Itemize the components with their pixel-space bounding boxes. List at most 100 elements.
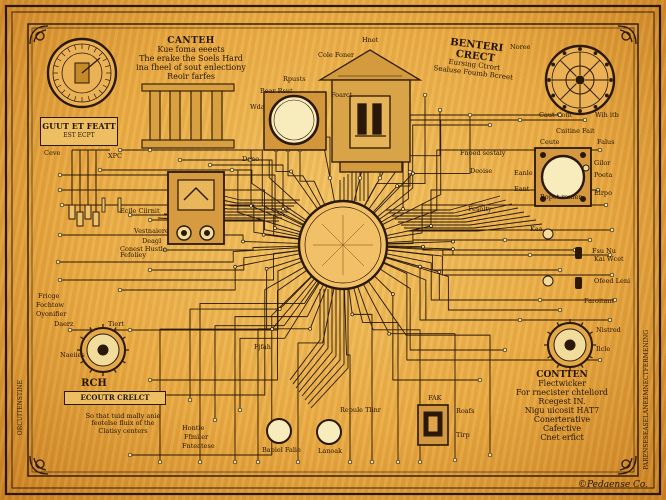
panel-line: Cnet erfict — [540, 432, 584, 442]
corner-ornament-icon — [617, 455, 637, 475]
label-bopet-ramen: Bopet ramen — [540, 193, 583, 201]
label-roafs: Roafs — [456, 407, 475, 415]
label-xpc: XPC — [108, 152, 122, 160]
label-eant: Eant — [514, 185, 530, 193]
label-deagl: Deagl — [142, 237, 162, 245]
label-fnteatese: Fnteatese — [182, 442, 215, 450]
label-eanle: Eanle — [514, 169, 533, 177]
signature: ©Pedaense Co. — [578, 480, 649, 490]
label-vestnaiere: Vestnaiere — [134, 227, 169, 235]
connector-pin-icon — [575, 247, 582, 289]
label-tiert: Tiert — [108, 320, 124, 328]
column-array-icon — [141, 83, 235, 149]
central-hub — [297, 199, 389, 291]
label-ecile-ciirnit: Ecile Ciirnit — [120, 207, 160, 215]
panel-line: For rnecister chteliord — [516, 388, 608, 398]
label-faroitant: Faroitant — [584, 297, 615, 305]
gauge-dial-icon — [46, 37, 118, 109]
lamp-module — [534, 147, 592, 207]
label-ofeed-leni: Ofeed Leni — [594, 277, 631, 285]
label-falus: Falus — [597, 138, 615, 146]
panel-line: feotelse fluix of the — [91, 419, 155, 428]
panel-heading: RCH — [81, 378, 107, 389]
gear-dial-icon — [77, 324, 129, 376]
label-fricge: Fricge — [38, 292, 60, 300]
indicator-lamp-icon — [316, 419, 342, 445]
panel-line: Nigu uicosit HAT7 — [524, 405, 600, 415]
label-cole-foner: Cole Foner — [318, 51, 355, 59]
title-heading: CANTEH — [167, 36, 215, 46]
title-line: Reoir farfes — [167, 71, 215, 81]
resistor-icon — [101, 197, 122, 213]
vertical-margin-text: ORCUITENSTINE — [17, 380, 24, 436]
label-wih-itb: Wih itb — [595, 111, 619, 119]
label-bear-rsut: Bear Rsut — [260, 87, 293, 95]
label-poeta: Poeta — [594, 171, 613, 179]
bulb-icon — [542, 164, 590, 287]
switch-box — [167, 171, 225, 245]
panel-line: Cafective — [542, 423, 582, 433]
compass-dial-icon — [544, 44, 616, 116]
corner-ornament-icon — [617, 25, 637, 45]
panel-heading: CONTTEN — [536, 370, 588, 380]
label-naeiies: Naeiies — [60, 351, 85, 359]
label-tirp: Tirp — [456, 431, 470, 439]
bottom-right-panel: CONTTEN Flectwicker For rnecister chteli… — [500, 370, 624, 443]
fuse-rack-icon — [68, 149, 110, 227]
bottom-left-panel: RCH ECOUTR CRELCT So that tuid mally ani… — [64, 378, 182, 434]
label-ffmiler: Ffmiler — [184, 433, 209, 441]
label-fak: FAK — [428, 394, 442, 402]
vertical-margin-text: PARENSESEASELANEEMNECTFERMENING — [643, 330, 650, 470]
label-fochtow: Fochtow — [36, 301, 64, 309]
label-nistred: Nistred — [596, 326, 621, 334]
label-wda: Wda — [250, 103, 265, 111]
panel-line: Rcegest IN. — [538, 396, 586, 406]
relay-block-icon — [417, 404, 449, 446]
label-daerz: Daerz — [54, 320, 74, 328]
temple-housing-icon — [317, 49, 423, 173]
label-lanoak: Lanoak — [318, 447, 343, 455]
label-gilor: Gilor — [594, 159, 611, 167]
label-fefoliey: Fefoliey — [120, 251, 146, 259]
label-conest-hustle: Conest Hustle — [120, 245, 167, 253]
label-noree: Noree — [510, 43, 531, 51]
left-nameplate: GUUT ET FEATT EST ECPT — [40, 117, 118, 146]
label-deoise: Deoise — [470, 167, 493, 175]
label-ceute: Ceute — [540, 138, 560, 146]
nameplate-line: GUUT ET FEATT — [42, 121, 116, 131]
label-caut-cont: Caut Cont — [539, 111, 573, 119]
label-repule-tlinr: Repule Tlinr — [340, 406, 381, 414]
label-oyonifier: Oyonifier — [36, 310, 67, 318]
panel-line: Flectwicker — [538, 379, 586, 389]
title-line: The erake the Soels Hard — [139, 54, 243, 64]
corner-ornament-icon — [29, 455, 49, 475]
label-deno: Deno — [242, 155, 260, 163]
label-fnoed-sestaly: Fnoed sestaly — [460, 149, 506, 157]
label-fjfah: Fjfah — [254, 343, 271, 351]
lamp-socket — [263, 91, 327, 151]
label-fsu-nu: Fsu Nu — [592, 247, 616, 255]
panel-line: Clatisy centers — [98, 426, 148, 435]
label-elrpo: Elrpo — [594, 189, 613, 197]
label-foarct: Foarct — [331, 91, 353, 99]
panel-line: Conerterative — [533, 414, 591, 424]
nameplate-line: EST ECPT — [63, 132, 95, 139]
title-line: ina fheel of sout enlectiony — [136, 62, 246, 72]
label-hontie: Hontie — [182, 424, 205, 432]
title-line: Kue foma eeeets — [157, 45, 225, 55]
gear-dial-icon — [544, 319, 596, 371]
title-block: CANTEH Kue foma eeeets The erake the Soe… — [126, 36, 256, 82]
label-ilcle: Ilcle — [596, 345, 611, 353]
label-kai-wcet: Kai Wcet — [594, 255, 624, 263]
label-cnitine-fait: Cnitine Fait — [556, 127, 595, 135]
panel-plate: ECOUTR CRELCT — [64, 391, 166, 406]
label-fesolty: Fesolty — [468, 205, 492, 213]
label-ceve: Ceve — [44, 149, 61, 157]
corner-ornament-icon — [29, 25, 49, 45]
label-hnet: Hnet — [362, 36, 379, 44]
label-rpusts: Rpusts — [283, 75, 306, 83]
indicator-lamp-icon — [266, 418, 292, 444]
label-kaa: Kaa — [530, 225, 543, 233]
